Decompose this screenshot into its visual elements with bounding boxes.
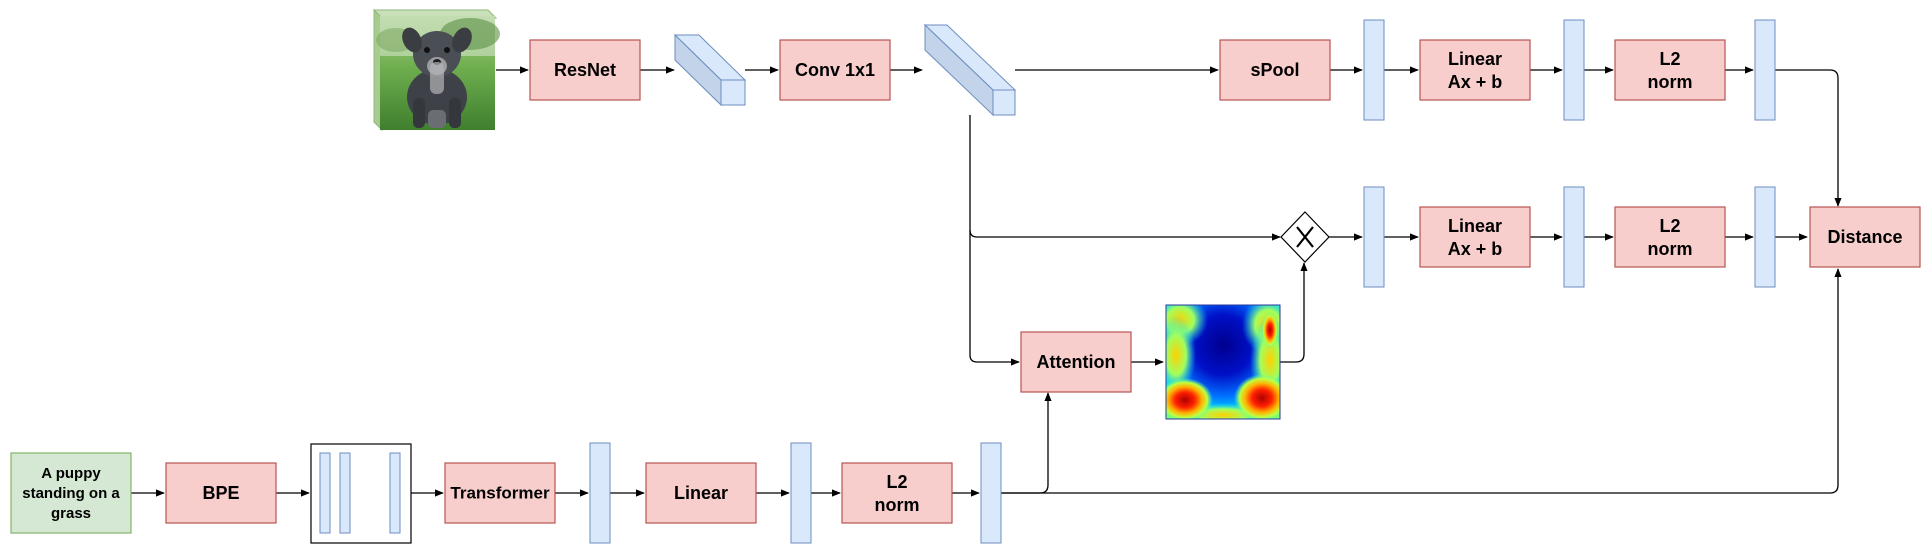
- input-text-line-1: A puppy: [41, 465, 101, 482]
- spool-label: sPool: [1250, 60, 1299, 80]
- attention-block: Attention: [1020, 331, 1132, 393]
- text-norm-label-1: L2: [886, 472, 907, 492]
- token-sequence: [310, 443, 412, 544]
- arrow-text-vector-to-distance: [1001, 268, 1842, 494]
- distance-block: Distance: [1809, 206, 1921, 268]
- transformer-label: Transformer: [450, 483, 550, 502]
- arrow-image-vector-to-distance: [1775, 69, 1842, 207]
- image-norm-block: L2 norm: [1614, 39, 1726, 101]
- arrow-featuremap-to-attention: [969, 230, 1020, 366]
- text-vector-3: [980, 442, 1002, 544]
- image-vector-1: [1363, 19, 1385, 121]
- image-linear-block: Linear Ax + b: [1419, 39, 1531, 101]
- resnet-block: ResNet: [529, 39, 641, 101]
- arrow-featuremap-to-multiply: [969, 115, 1281, 241]
- text-linear-block: Linear: [645, 462, 757, 524]
- resnet-label: ResNet: [554, 60, 616, 80]
- attention-linear-label-1: Linear: [1448, 216, 1502, 236]
- conv-block: Conv 1x1: [779, 39, 891, 101]
- attention-heatmap: [1165, 304, 1281, 420]
- arrow-text-vector-to-attention: [1001, 392, 1052, 494]
- spool-block: sPool: [1219, 39, 1331, 101]
- image-vector-3: [1754, 19, 1776, 121]
- image-linear-label-2: Ax + b: [1448, 72, 1503, 92]
- feature-map-tensor: [923, 23, 1017, 117]
- image-vector-2: [1563, 19, 1585, 121]
- transformer-block: Transformer: [444, 462, 556, 524]
- input-image: [372, 8, 500, 132]
- multiply-node: [1280, 211, 1330, 263]
- attention-vector-1: [1363, 186, 1385, 288]
- input-text-line-2: standing on a: [22, 485, 120, 502]
- input-text-box: A puppy standing on a grass: [10, 452, 132, 534]
- attention-norm-label-2: norm: [1648, 239, 1693, 259]
- text-linear-label: Linear: [674, 483, 728, 503]
- text-norm-label-2: norm: [875, 495, 920, 515]
- attention-label: Attention: [1037, 352, 1116, 372]
- distance-label: Distance: [1827, 227, 1902, 247]
- text-vector-1: [589, 442, 611, 544]
- connections: [131, 66, 1842, 497]
- text-vector-2: [790, 442, 812, 544]
- attention-vector-2: [1563, 186, 1585, 288]
- bpe-block: BPE: [165, 462, 277, 524]
- attention-linear-block: Linear Ax + b: [1419, 206, 1531, 268]
- image-linear-label-1: Linear: [1448, 49, 1502, 69]
- attention-norm-label-1: L2: [1659, 216, 1680, 236]
- multiply-icon: [1296, 226, 1314, 248]
- arrow-heatmap-to-multiply: [1280, 262, 1308, 363]
- token-bar-3: [389, 452, 401, 534]
- input-text-line-3: grass: [51, 505, 91, 522]
- attention-norm-block: L2 norm: [1614, 206, 1726, 268]
- attention-linear-label-2: Ax + b: [1448, 239, 1503, 259]
- conv-label: Conv 1x1: [795, 60, 875, 80]
- token-bar-1: [319, 452, 331, 534]
- image-norm-label-2: norm: [1648, 72, 1693, 92]
- attention-vector-3: [1754, 186, 1776, 288]
- text-norm-block: L2 norm: [841, 462, 953, 524]
- token-bar-2: [339, 452, 351, 534]
- image-norm-label-1: L2: [1659, 49, 1680, 69]
- resnet-output-tensor: [673, 33, 747, 107]
- bpe-label: BPE: [202, 483, 239, 503]
